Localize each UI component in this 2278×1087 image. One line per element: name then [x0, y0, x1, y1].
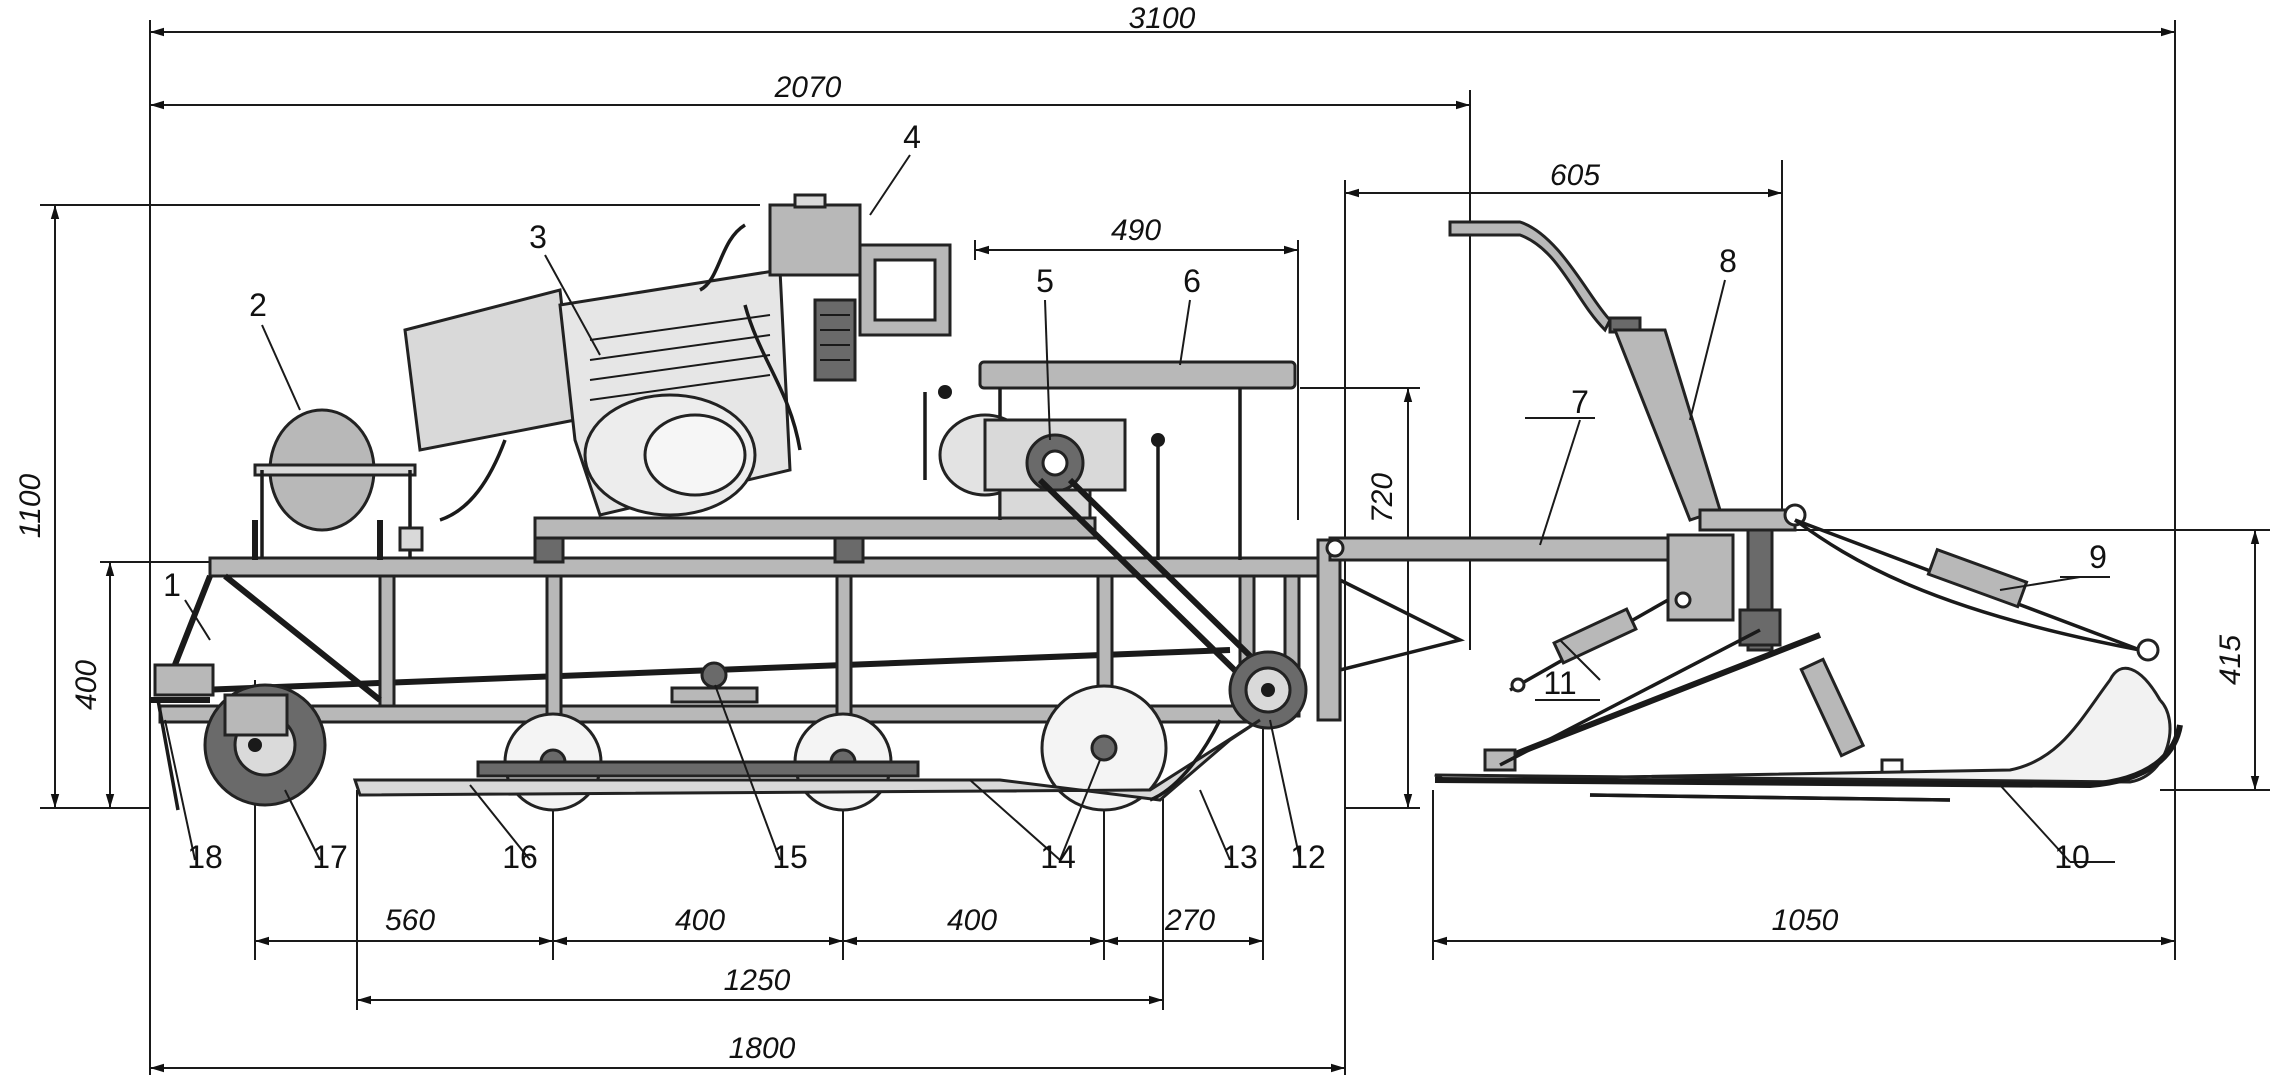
callout-15: 15 — [772, 839, 808, 875]
callout-12: 12 — [1290, 839, 1326, 875]
oil-tank — [768, 203, 862, 277]
dim-ski-offset: 605 — [1550, 159, 1600, 192]
callout-14: 14 — [1040, 839, 1076, 875]
shock-absorber — [1552, 607, 1638, 665]
ski-spring — [1926, 547, 2029, 609]
ski-spring-cable — [1793, 518, 2141, 652]
callout-9: 9 — [2089, 539, 2107, 575]
dim-base-length: 1800 — [729, 1032, 796, 1065]
dim-wheel1-to-wheel2: 400 — [675, 904, 725, 937]
dim-ski-height: 415 — [2214, 635, 2247, 685]
dim-ski-length: 1050 — [1772, 904, 1839, 937]
dim-frame-height: 400 — [70, 660, 103, 710]
seat — [978, 360, 1297, 390]
dim-overall-length: 3100 — [1129, 2, 1196, 35]
dim-rear-to-wheel1: 560 — [385, 904, 435, 937]
track — [352, 718, 1261, 802]
steering-beam — [1328, 536, 1672, 562]
callout-11: 11 — [1543, 665, 1576, 701]
callouts: 1 2 3 4 5 6 7 8 9 10 11 12 13 14 15 16 1… — [163, 119, 2115, 875]
steering-handlebar — [1448, 220, 1612, 333]
dimension-labels: 3100 2070 490 605 1100 720 400 415 560 4… — [14, 2, 2247, 1065]
callout-16: 16 — [502, 839, 538, 875]
callout-4: 4 — [903, 119, 921, 155]
callout-10: 10 — [2054, 839, 2090, 875]
dim-seat-length: 490 — [1111, 214, 1161, 247]
dim-track-length: 1250 — [724, 964, 791, 997]
callout-17: 17 — [312, 839, 348, 875]
engine-shroud — [403, 288, 577, 452]
callout-5: 5 — [1036, 263, 1054, 299]
machine — [150, 193, 2183, 812]
engine-platform — [533, 516, 1097, 540]
callout-13: 13 — [1222, 839, 1258, 875]
dim-wheel2-to-wheel3: 400 — [947, 904, 997, 937]
callout-3: 3 — [529, 219, 547, 255]
dim-overall-height: 1100 — [14, 473, 47, 538]
callout-6: 6 — [1183, 263, 1201, 299]
dim-wheel3-to-sprocket: 270 — [1164, 904, 1215, 937]
dim-seat-height: 720 — [1366, 473, 1399, 523]
dimension-lines — [40, 20, 2270, 1075]
callout-2: 2 — [249, 287, 267, 323]
dim-frame-length: 2070 — [774, 71, 842, 104]
callout-7: 7 — [1571, 384, 1589, 420]
callout-8: 8 — [1719, 243, 1737, 279]
drive-chain — [1037, 477, 1258, 693]
steering-column — [1612, 328, 1722, 522]
callout-18: 18 — [187, 839, 223, 875]
callout-1: 1 — [163, 567, 181, 603]
